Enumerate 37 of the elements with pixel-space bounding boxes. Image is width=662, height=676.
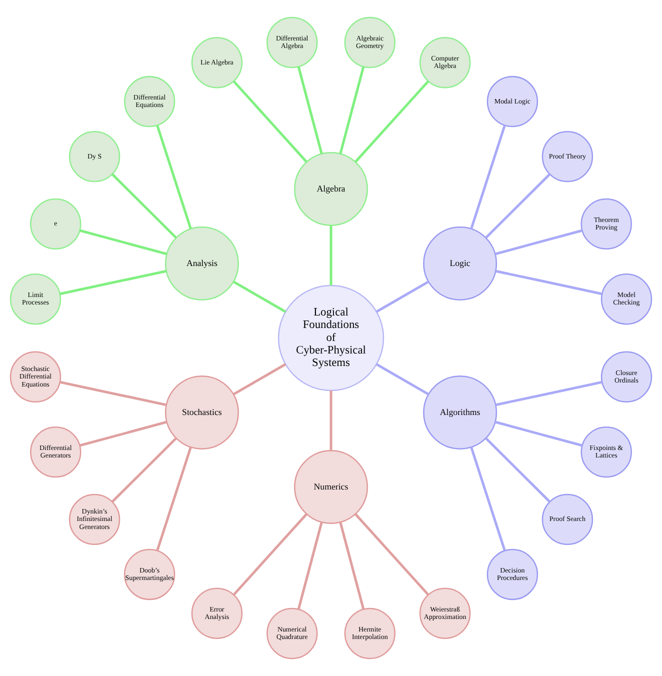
connector bbox=[297, 522, 323, 610]
connector bbox=[232, 80, 308, 163]
connector bbox=[297, 66, 323, 154]
connector bbox=[376, 363, 430, 396]
connector bbox=[156, 446, 192, 551]
connector bbox=[494, 420, 583, 447]
connector bbox=[111, 173, 177, 238]
connector bbox=[496, 270, 602, 296]
connector bbox=[79, 420, 168, 447]
node-circle: Analysis bbox=[164, 226, 239, 300]
connector bbox=[232, 363, 286, 396]
node-circle: Numerics bbox=[294, 450, 368, 524]
connector bbox=[485, 173, 551, 238]
connector bbox=[339, 66, 365, 154]
connector bbox=[485, 438, 551, 503]
node-circle: Logic bbox=[423, 226, 498, 300]
connector bbox=[376, 280, 430, 313]
connector bbox=[470, 446, 506, 551]
connector bbox=[232, 280, 286, 313]
connector bbox=[330, 390, 332, 451]
connector bbox=[330, 225, 332, 286]
node-circle: Stochastics bbox=[164, 376, 239, 450]
connector bbox=[232, 513, 308, 596]
connector bbox=[156, 125, 192, 230]
connector bbox=[339, 522, 365, 610]
connector bbox=[354, 513, 430, 596]
connector bbox=[496, 380, 602, 406]
connector bbox=[354, 80, 430, 163]
connector bbox=[79, 229, 168, 256]
node-circle: Algebra bbox=[294, 152, 368, 226]
connector bbox=[60, 270, 166, 296]
node-circle: Logical Foundations of Cyber-Physical Systems bbox=[278, 284, 384, 392]
connector bbox=[470, 125, 506, 230]
connector bbox=[111, 438, 177, 503]
connector bbox=[494, 229, 583, 256]
connector bbox=[60, 380, 166, 406]
node-circle: Algorithms bbox=[423, 376, 498, 450]
